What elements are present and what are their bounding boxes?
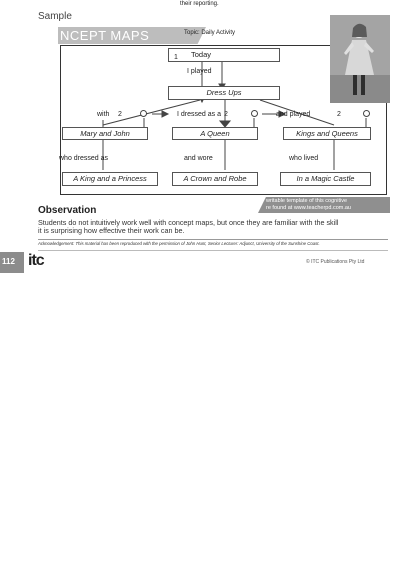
observation-line: Students do not intuitively work well wi…: [38, 218, 339, 227]
level2-text: A Queen: [200, 129, 230, 138]
topic-label: Topic: Daily Activity: [184, 30, 236, 36]
template-info-banner: [258, 197, 390, 213]
template-info-text: writable template of this cognitive re f…: [266, 198, 351, 212]
level3-text: A King and a Princess: [73, 174, 147, 183]
link-label-low: who dressed as: [59, 155, 109, 162]
level3-text: In a Magic Castle: [296, 174, 355, 183]
link-number: 1: [174, 54, 178, 61]
concept-map-frame: [60, 45, 387, 195]
top-caption: their reporting.: [180, 1, 219, 7]
topic-tab: [178, 27, 206, 44]
divider: [38, 250, 388, 251]
link-label-dressed: I dressed as a: [177, 111, 221, 118]
link-label-low: who lived: [289, 155, 319, 162]
level2-box: Mary and John: [62, 127, 148, 140]
copyright: © ITC Publications Pty Ltd: [306, 259, 365, 265]
child-photo: [330, 15, 390, 103]
page-number: 112: [2, 257, 15, 266]
level3-box: In a Magic Castle: [280, 172, 371, 186]
link-label-low: and wore: [184, 155, 213, 162]
level3-text: A Crown and Robe: [183, 174, 247, 183]
observation-body: Students do not intuitively work well wi…: [38, 219, 338, 235]
level2-box: Kings and Queens: [283, 127, 371, 140]
center-box: Dress Ups: [168, 86, 280, 100]
center-text: Dress Ups: [206, 88, 242, 97]
acknowledgement: Acknowledgement: This material has been …: [38, 241, 320, 246]
root-box: Today: [168, 48, 280, 62]
itc-logo: itc: [28, 252, 45, 269]
link-number: 2: [118, 111, 122, 118]
template-info-line: writable template of this cognitive: [266, 198, 348, 204]
link-node: [251, 110, 258, 117]
divider: [38, 239, 388, 240]
level3-box: A Crown and Robe: [172, 172, 258, 186]
link-label-played: and played: [276, 111, 311, 118]
level2-text: Kings and Queens: [296, 129, 358, 138]
level2-box: A Queen: [172, 127, 258, 140]
link-number: 2: [337, 111, 341, 118]
observation-heading: Observation: [38, 205, 97, 216]
link-label-with: with: [97, 111, 110, 118]
link-node: [140, 110, 147, 117]
child-dressup-image: [330, 15, 390, 103]
link-node: [363, 110, 370, 117]
link-label-root: I played: [187, 68, 212, 75]
template-info-line: re found at www.teacherpd.com.au: [266, 205, 351, 211]
observation-line: it is surprising how effective their wor…: [38, 226, 185, 235]
section-title: NCEPT MAPS: [60, 28, 150, 43]
level3-box: A King and a Princess: [62, 172, 158, 186]
sample-label: Sample: [38, 11, 72, 22]
link-number: 2: [224, 111, 228, 118]
root-text: Today: [191, 50, 212, 59]
page-number-tab: [0, 252, 24, 273]
section-title-bar: [58, 27, 180, 44]
level2-text: Mary and John: [80, 129, 130, 138]
concept-map-lines: [102, 61, 370, 170]
